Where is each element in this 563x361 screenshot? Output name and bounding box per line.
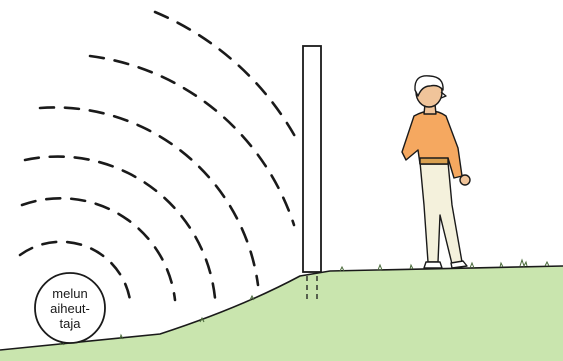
sound-wave-arc-5 (90, 56, 294, 225)
noise-source-label-line-2: aiheut- (50, 301, 90, 316)
noise-source: melun aiheut- taja (35, 273, 105, 343)
noise-barrier-wall-icon (303, 46, 321, 302)
noise-source-label-line-3: taja (60, 316, 82, 331)
noise-source-label-line-1: melun (52, 286, 87, 301)
person-belt (420, 158, 448, 164)
barrier-panel (303, 46, 321, 272)
person-hand-right (460, 175, 470, 185)
person-shoe-right (451, 261, 467, 268)
person-shoe-left (424, 262, 442, 268)
standing-person-icon (402, 76, 470, 268)
sound-waves (20, 12, 297, 300)
sound-wave-arc-4 (40, 107, 258, 285)
